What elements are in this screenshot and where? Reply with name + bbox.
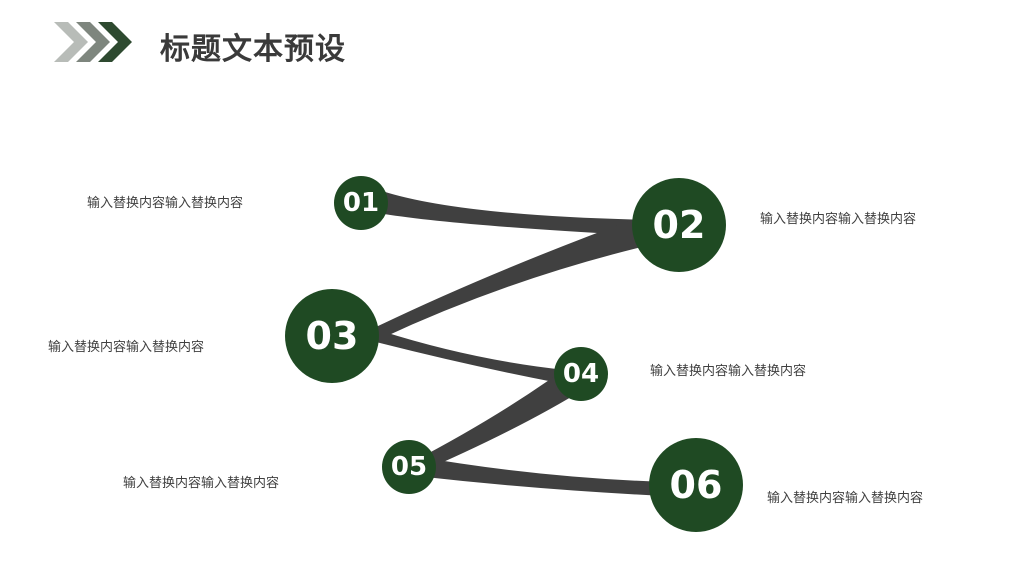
chevron-1 bbox=[54, 22, 88, 62]
step-number: 06 bbox=[669, 463, 723, 507]
step-caption-05: 输入替换内容输入替换内容 bbox=[123, 476, 280, 491]
step-node-06: 06 bbox=[649, 438, 743, 532]
connector-03-04 bbox=[372, 328, 566, 384]
chevron-3 bbox=[98, 22, 132, 62]
step-number: 02 bbox=[652, 203, 706, 247]
step-caption-04: 输入替换内容输入替换内容 bbox=[650, 364, 807, 379]
step-node-05: 05 bbox=[382, 440, 436, 494]
step-number: 04 bbox=[562, 359, 600, 389]
step-number: 01 bbox=[342, 188, 380, 218]
step-caption-06: 输入替换内容输入替换内容 bbox=[767, 491, 924, 506]
step-node-04: 04 bbox=[554, 347, 608, 401]
connector-01-02 bbox=[382, 191, 652, 236]
step-caption-01: 输入替换内容输入替换内容 bbox=[87, 196, 244, 211]
step-node-03: 03 bbox=[285, 289, 379, 383]
step-caption-02: 输入替换内容输入替换内容 bbox=[760, 212, 917, 227]
step-number: 05 bbox=[390, 452, 428, 482]
connector-02-03 bbox=[374, 216, 654, 340]
step-node-02: 02 bbox=[632, 178, 726, 272]
step-caption-03: 输入替换内容输入替换内容 bbox=[48, 340, 205, 355]
page-title: 标题文本预设 bbox=[160, 32, 346, 67]
chevron-arrows-icon bbox=[54, 22, 132, 62]
step-node-01: 01 bbox=[334, 176, 388, 230]
connector-04-05 bbox=[412, 368, 586, 474]
chevron-2 bbox=[76, 22, 110, 62]
step-number: 03 bbox=[305, 314, 359, 358]
connector-05-06 bbox=[414, 456, 668, 496]
